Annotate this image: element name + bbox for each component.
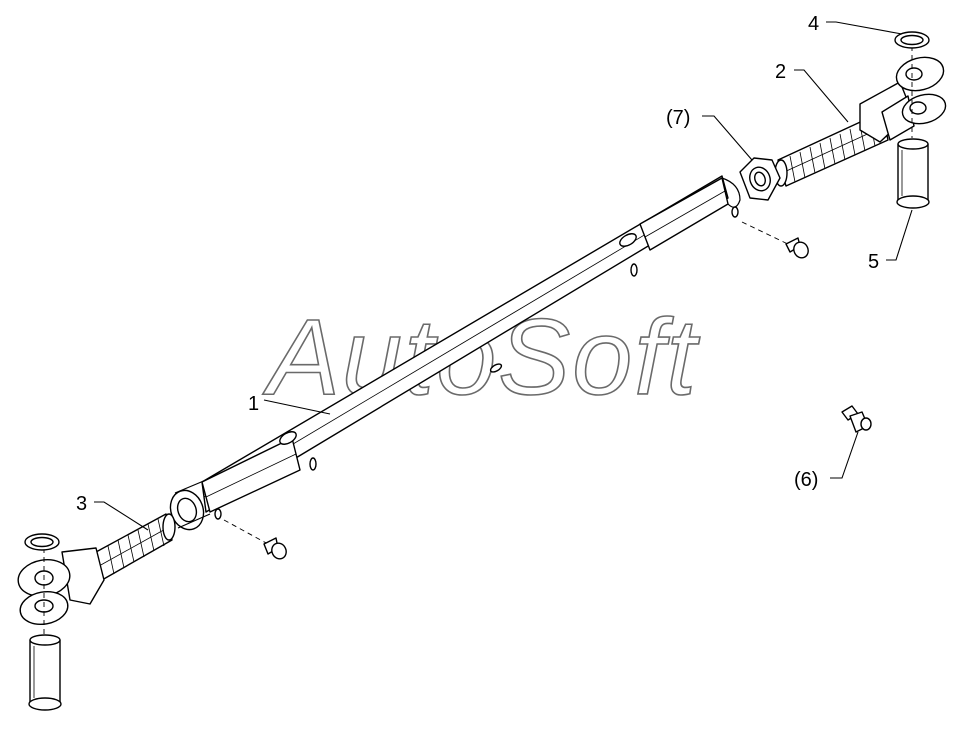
rod-end-upper (774, 46, 947, 187)
bolt-axis-right (741, 221, 793, 247)
callout-6: (6) (794, 469, 818, 491)
lock-nut (739, 157, 781, 201)
callout-5: 5 (868, 251, 879, 273)
rod-end-lower (17, 513, 176, 640)
callout-7: (7) (666, 107, 690, 129)
bolt-right (785, 237, 809, 259)
bolt-left (263, 537, 287, 560)
leader-7 (702, 115, 753, 161)
tie-rod-tube (169, 175, 741, 531)
leader-3 (94, 501, 149, 531)
bolt-axis-left (223, 519, 269, 545)
leader-2 (794, 69, 849, 123)
watermark: AutoSoft (262, 296, 700, 417)
washer-lower (24, 533, 60, 551)
pin-lower (28, 634, 62, 711)
callout-2: 2 (775, 61, 786, 83)
leader-4 (826, 21, 903, 35)
callout-3: 3 (76, 493, 87, 515)
leader-1 (263, 399, 331, 415)
washer-upper (894, 31, 930, 49)
pin-upper (896, 138, 930, 209)
callout-4: 4 (808, 13, 819, 35)
leader-6 (830, 431, 859, 479)
grease-fitting (841, 405, 872, 433)
callout-1: 1 (248, 393, 259, 415)
leader-5 (886, 209, 913, 261)
